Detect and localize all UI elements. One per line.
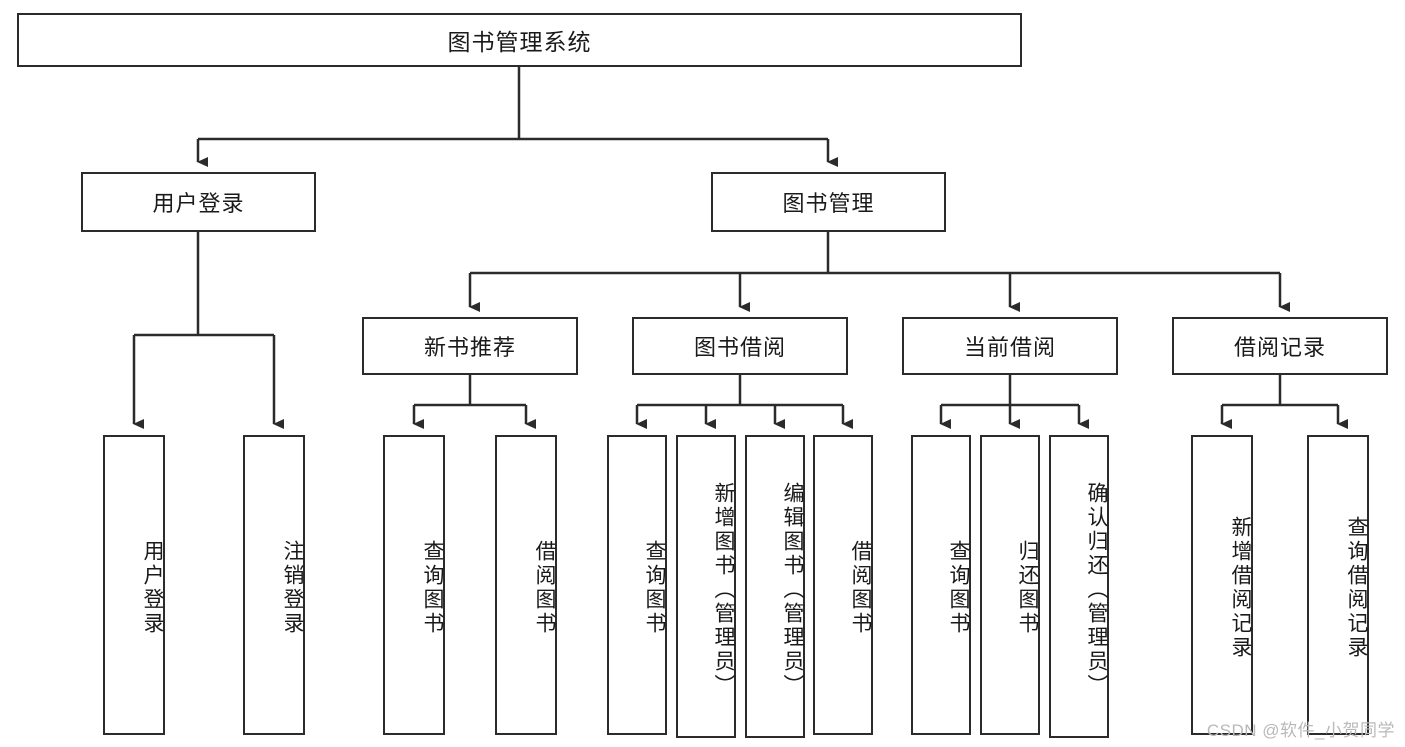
node-label: 图书管理系统 (447, 29, 592, 55)
node-label: 编辑图书（管理员） (781, 481, 804, 698)
node-label: 当前借阅 (963, 335, 1056, 360)
node-current-borrow[interactable]: 当前借阅 (902, 317, 1118, 375)
leaf-record-query-record[interactable]: 查询借阅记录 (1307, 435, 1369, 735)
leaf-borrow-borrow-book[interactable]: 借阅图书 (813, 435, 873, 735)
node-label: 注销登录 (281, 540, 304, 636)
node-label: 用户登录 (141, 540, 164, 636)
leaf-current-query-book[interactable]: 查询图书 (911, 435, 971, 735)
leaf-user-login-login[interactable]: 用户登录 (103, 435, 165, 735)
node-book-borrow[interactable]: 图书借阅 (632, 317, 848, 375)
leaf-record-add-record[interactable]: 新增借阅记录 (1191, 435, 1253, 735)
node-user-login[interactable]: 用户登录 (81, 172, 316, 232)
leaf-recommend-query-book[interactable]: 查询图书 (383, 435, 445, 735)
csdn-watermark: CSDN @软件_小贺同学 (1206, 721, 1395, 740)
node-label: 查询图书 (643, 540, 666, 636)
node-label: 借阅图书 (533, 540, 556, 636)
node-new-book-recommend[interactable]: 新书推荐 (362, 317, 578, 375)
node-label: 借阅记录 (1233, 335, 1326, 360)
leaf-borrow-add-book-admin[interactable]: 新增图书（管理员） (676, 435, 736, 738)
leaf-current-return-book[interactable]: 归还图书 (980, 435, 1040, 735)
node-label: 查询图书 (947, 540, 970, 636)
node-label: 图书借阅 (693, 335, 786, 360)
node-label: 借阅图书 (849, 540, 872, 636)
node-book-management[interactable]: 图书管理 (711, 172, 946, 232)
node-label: 确认归还（管理员） (1085, 481, 1108, 698)
node-label: 查询借阅记录 (1345, 516, 1368, 660)
node-label: 图书管理 (782, 191, 875, 216)
node-label: 归还图书 (1016, 540, 1039, 636)
node-root-book-management-system[interactable]: 图书管理系统 (17, 13, 1022, 67)
leaf-borrow-edit-book-admin[interactable]: 编辑图书（管理员） (745, 435, 805, 738)
leaf-recommend-borrow-book[interactable]: 借阅图书 (495, 435, 557, 735)
leaf-current-confirm-return-admin[interactable]: 确认归还（管理员） (1049, 435, 1109, 738)
leaf-user-login-logout[interactable]: 注销登录 (243, 435, 305, 735)
node-label: 用户登录 (152, 191, 245, 216)
node-label: 新书推荐 (423, 335, 516, 360)
node-label: 新增借阅记录 (1229, 516, 1252, 660)
node-label: 新增图书（管理员） (712, 481, 735, 698)
node-borrow-record[interactable]: 借阅记录 (1172, 317, 1388, 375)
node-label: 查询图书 (421, 540, 444, 636)
leaf-borrow-query-book[interactable]: 查询图书 (607, 435, 667, 735)
